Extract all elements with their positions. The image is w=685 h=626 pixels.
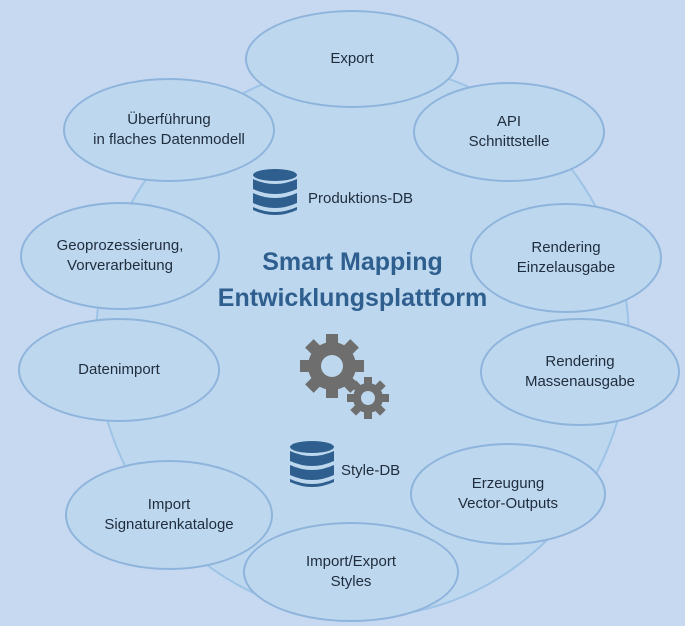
node-flat-data-model: Überführung in flaches Datenmodell [63,78,275,182]
node-rendering-mass-line2: Massenausgabe [524,373,636,390]
style-db-label: Style-DB [341,462,401,479]
node-flat-data-model-line2: in flaches Datenmodell [93,131,245,148]
node-import-export-styles: Import/Export Styles [243,522,459,622]
node-flat-data-model-line1: Überführung [127,111,211,128]
node-api-line2: Schnittstelle [468,133,550,150]
platform-title-line2: Entwicklungsplattform [217,284,488,312]
node-import-signature-catalogs: Import Signaturenkataloge [65,460,273,570]
node-data-import-line1: Datenimport [78,361,160,378]
node-api: API Schnittstelle [413,82,605,182]
node-export: Export [245,10,459,108]
node-geoprocessing-line2: Vorverarbeitung [67,257,173,274]
platform-title: Smart Mapping Entwicklungsplattform [190,244,515,316]
node-data-import: Datenimport [18,318,220,422]
node-rendering-single: Rendering Einzelausgabe [470,203,662,313]
node-rendering-mass-line1: Rendering [545,353,615,370]
node-vector-outputs-line1: Erzeugung [471,475,545,492]
node-import-export-styles-line2: Styles [330,573,372,590]
node-import-signature-catalogs-line2: Signaturenkataloge [104,516,234,533]
node-vector-outputs: Erzeugung Vector-Outputs [410,443,606,545]
node-import-export-styles-line1: Import/Export [305,553,397,570]
node-import-signature-catalogs-line1: Import [147,496,191,513]
production-database-icon [253,169,297,215]
node-geoprocessing: Geoprozessierung, Vorverarbeitung [20,202,220,310]
node-rendering-single-line2: Einzelausgabe [516,259,616,276]
node-vector-outputs-line2: Vector-Outputs [457,495,559,512]
gears-icon [300,334,389,419]
node-rendering-mass: Rendering Massenausgabe [480,318,680,426]
node-rendering-single-line1: Rendering [531,239,601,256]
style-database-icon [290,441,334,487]
node-geoprocessing-line1: Geoprozessierung, [56,237,184,254]
platform-title-line1: Smart Mapping [262,248,443,276]
production-db-label: Produktions-DB [308,190,414,207]
node-api-line1: API [496,113,522,130]
node-export-line1: Export [330,50,374,67]
